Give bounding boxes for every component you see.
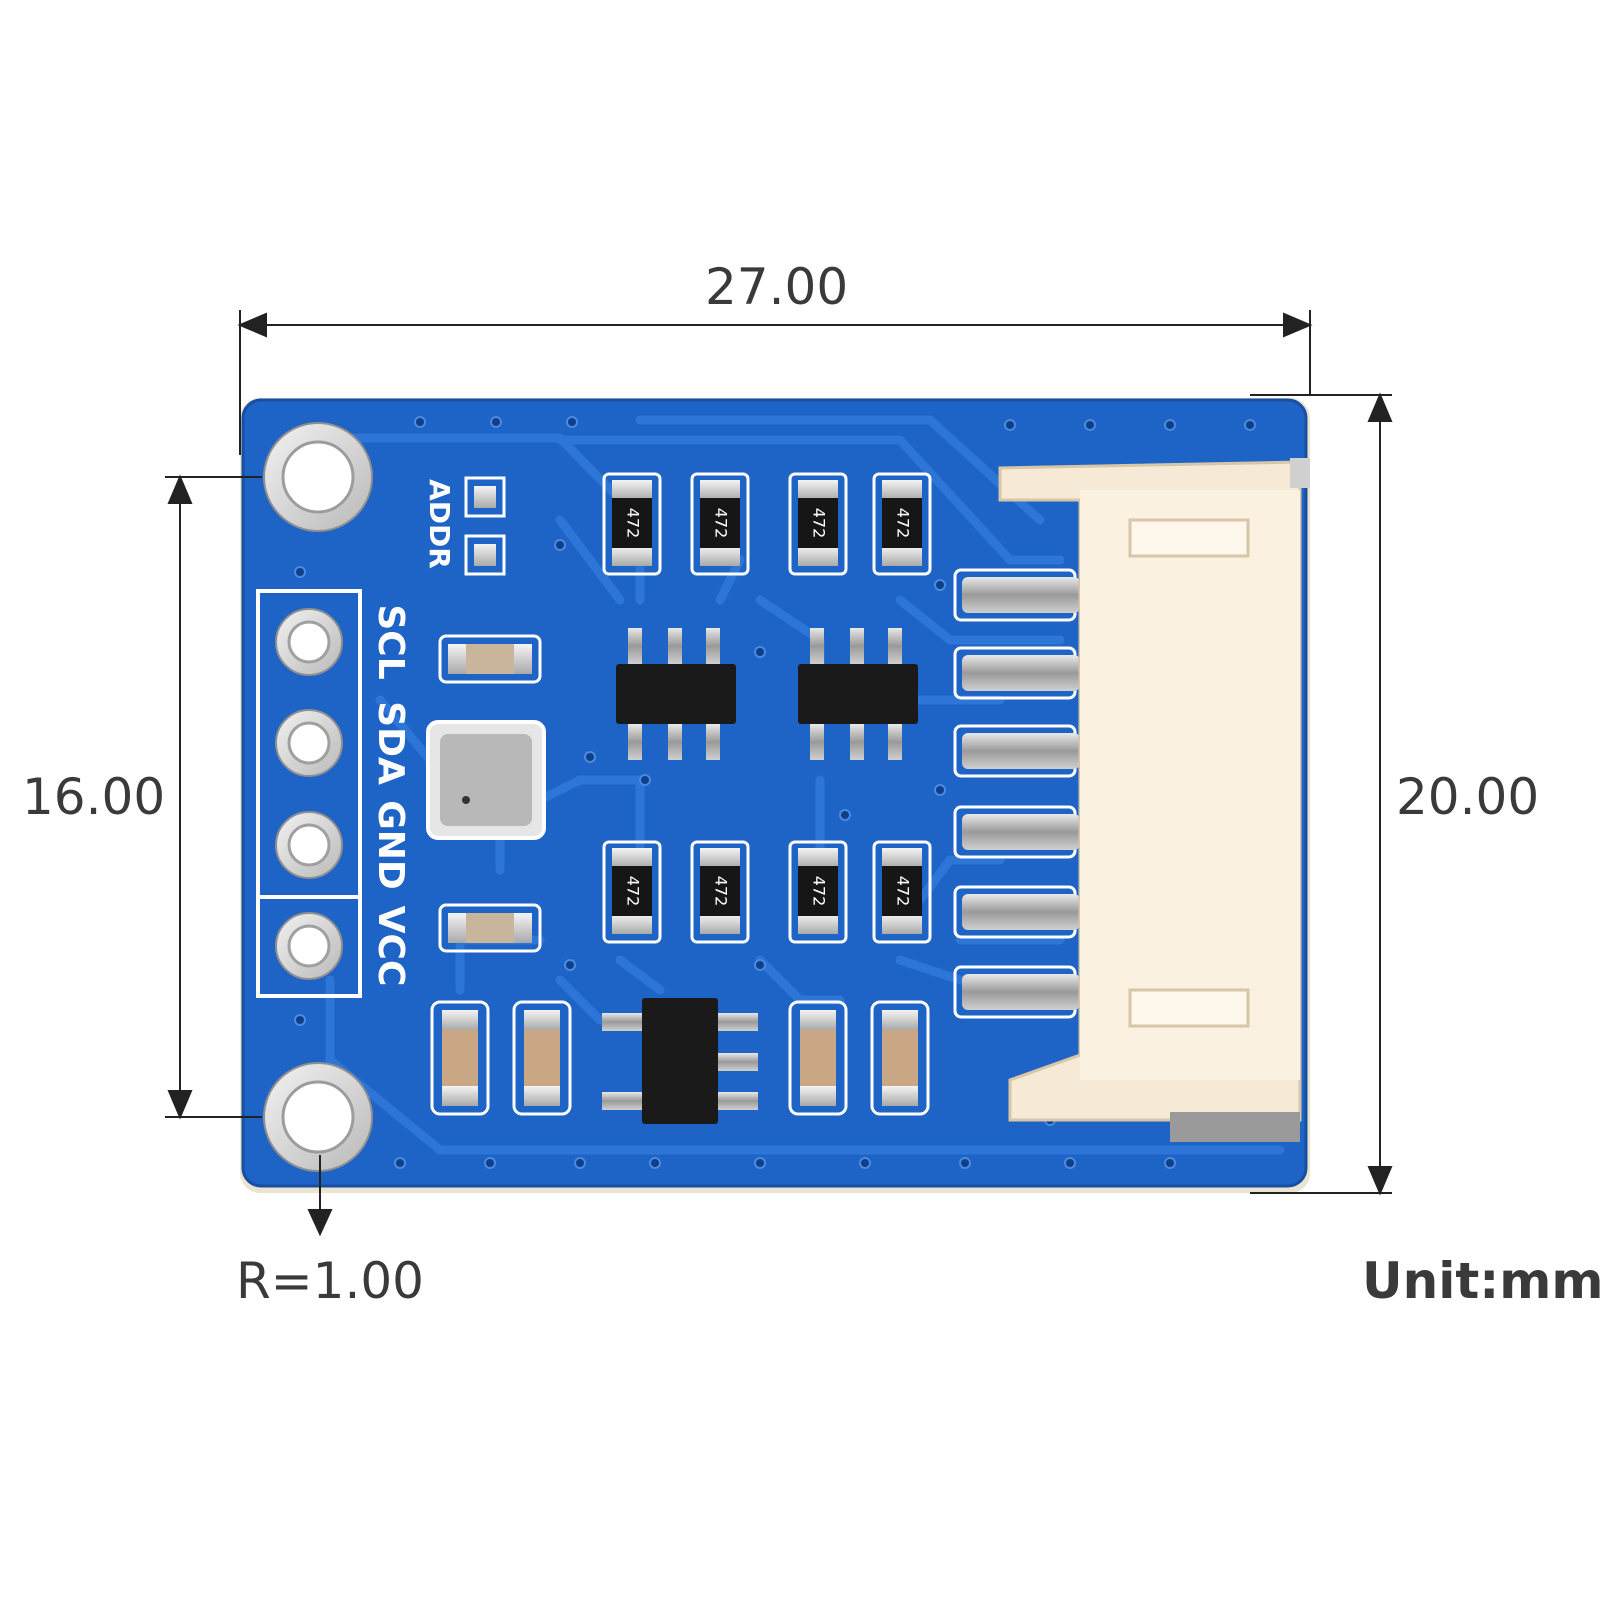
pin-labels: SCL SDA GND VCC — [370, 604, 411, 986]
width-dimension-label: 27.00 — [705, 258, 849, 316]
corner-radius-label: R=1.00 — [236, 1252, 424, 1310]
addr-label: ADDR — [423, 479, 456, 569]
connector-pin — [953, 646, 1080, 700]
capacitor — [430, 1000, 490, 1116]
jst-connector — [998, 458, 1310, 1142]
resistor-code: 472 — [712, 508, 731, 539]
resistor: 472 — [690, 472, 750, 576]
dimension-lines — [165, 310, 1393, 1237]
resistor: 472 — [872, 472, 932, 576]
capacitor-vertical — [430, 1000, 930, 1116]
resistor-code: 472 — [810, 876, 829, 907]
mounting-hole-top — [263, 422, 373, 532]
connector-pin — [953, 724, 1080, 778]
connector-pin — [953, 965, 1080, 1019]
mosfet-chip-right — [798, 628, 918, 760]
pin-label-sda: SDA — [370, 701, 411, 785]
resistor-code: 472 — [894, 508, 913, 539]
resistor: 472 — [872, 840, 932, 944]
pin-label-vcc: VCC — [370, 906, 411, 987]
resistor-code: 472 — [624, 876, 643, 907]
connector-pin — [953, 885, 1080, 939]
hole-spacing-dimension-label: 16.00 — [22, 768, 166, 826]
connector-pin — [953, 568, 1080, 622]
pin-header — [256, 589, 362, 998]
mosfet-chip-left — [616, 628, 736, 760]
sensor-chip — [426, 720, 546, 840]
regulator-chip — [602, 998, 758, 1124]
pin-label-scl: SCL — [370, 604, 411, 679]
resistor: 472 — [788, 840, 848, 944]
connector-pin — [953, 805, 1080, 859]
resistor-array: 472 472 472 472 472 472 472 472 — [602, 472, 932, 944]
resistor-code: 472 — [894, 876, 913, 907]
resistor-code: 472 — [624, 508, 643, 539]
resistor: 472 — [788, 472, 848, 576]
capacitor — [512, 1000, 572, 1116]
height-dimension-label: 20.00 — [1396, 768, 1540, 826]
resistor-code: 472 — [712, 876, 731, 907]
addr-jumper: ADDR — [423, 476, 506, 576]
capacitor — [788, 1000, 848, 1116]
capacitor — [870, 1000, 930, 1116]
connector-pins — [953, 568, 1080, 1019]
mounting-hole-bottom — [263, 1062, 373, 1172]
resistor: 472 — [602, 472, 662, 576]
pin-label-gnd: GND — [370, 800, 411, 890]
capacitor-horizontal — [438, 634, 542, 953]
resistor: 472 — [602, 840, 662, 944]
resistor-code: 472 — [810, 508, 829, 539]
unit-label: Unit:mm — [1362, 1252, 1600, 1310]
resistor: 472 — [690, 840, 750, 944]
